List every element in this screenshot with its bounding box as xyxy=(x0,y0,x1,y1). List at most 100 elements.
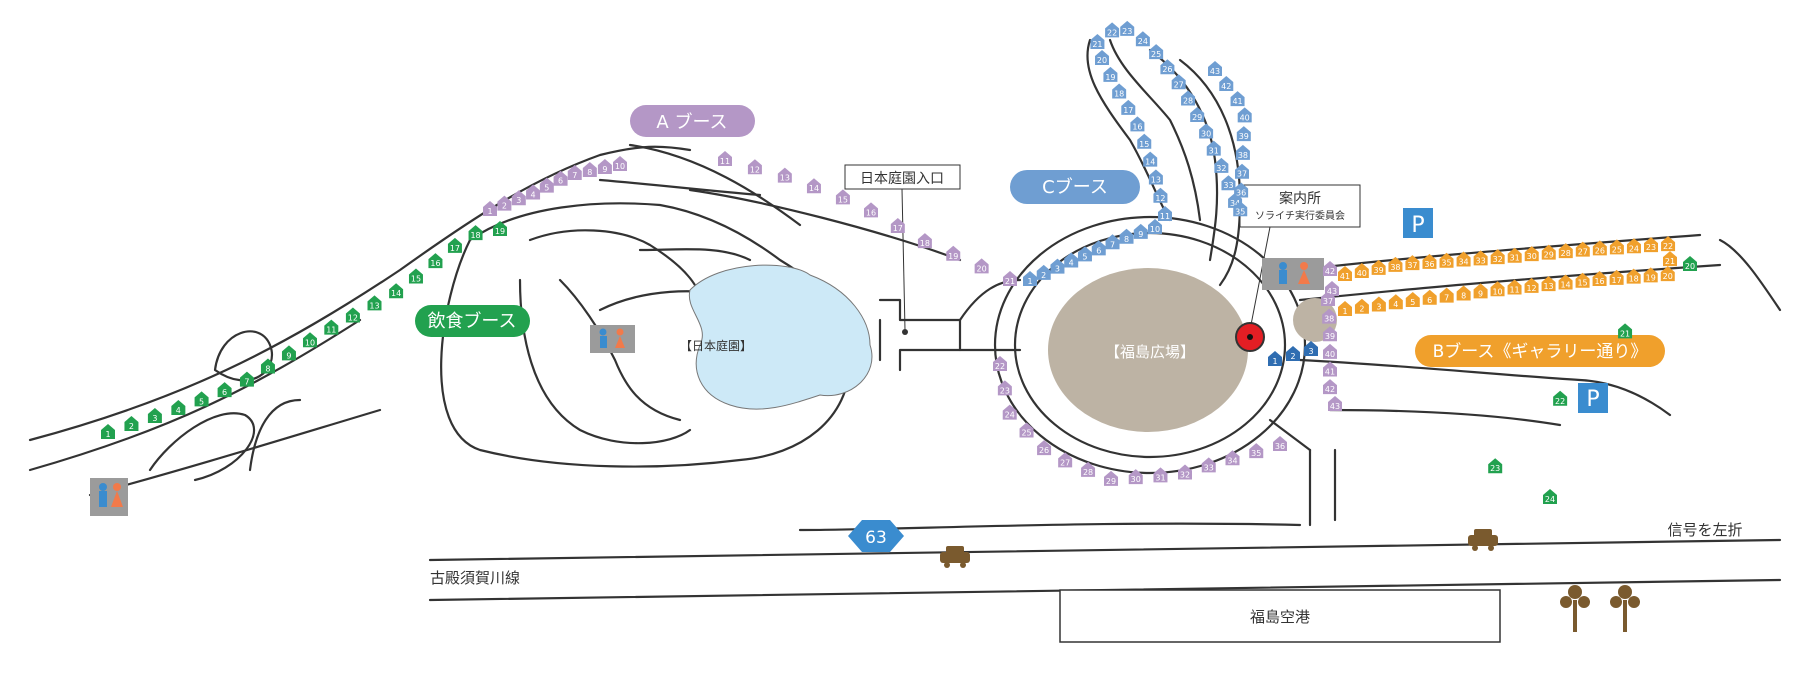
booth-marker[interactable]: 27 xyxy=(1575,241,1590,257)
booth-marker[interactable]: 31 xyxy=(1153,467,1168,483)
booth-marker[interactable]: 43 xyxy=(1208,61,1222,76)
booth-marker[interactable]: 23 xyxy=(1120,20,1135,36)
booth-marker[interactable]: 22 xyxy=(1661,236,1676,252)
booth-marker[interactable]: 16 xyxy=(428,253,443,269)
booth-marker[interactable]: 25 xyxy=(1609,239,1624,255)
booth-marker[interactable]: 41 xyxy=(1338,266,1352,281)
booth-marker[interactable]: 13 xyxy=(1541,276,1556,292)
booth-marker[interactable]: 30 xyxy=(1524,246,1539,262)
booth-marker[interactable]: 24 xyxy=(1543,489,1557,504)
booth-marker[interactable]: 28 xyxy=(1558,243,1573,259)
booth-marker[interactable]: 20 xyxy=(974,258,989,274)
booth-marker[interactable]: 8 xyxy=(260,358,275,374)
booth-marker[interactable]: 40 xyxy=(1237,107,1252,123)
booth-marker[interactable]: 20 xyxy=(1683,256,1697,271)
booth-marker[interactable]: 10 xyxy=(1490,281,1505,297)
booth-marker[interactable]: 27 xyxy=(1058,452,1073,468)
booth-marker[interactable]: 3 xyxy=(1304,341,1318,356)
booth-marker[interactable]: 10 xyxy=(613,156,627,171)
booth-marker[interactable]: 4 xyxy=(1388,294,1403,310)
booth-marker[interactable]: 24 xyxy=(1135,31,1150,47)
booth-marker[interactable]: 31 xyxy=(1206,140,1221,156)
booth-marker[interactable]: 9 xyxy=(597,159,612,175)
booth-marker[interactable]: 29 xyxy=(1104,470,1119,486)
booth-marker[interactable]: 40 xyxy=(1354,262,1369,278)
booth-marker[interactable]: 5 xyxy=(1077,246,1092,262)
booth-marker[interactable]: 18 xyxy=(1626,268,1641,284)
booth-marker[interactable]: 12 xyxy=(1153,187,1168,203)
booth-marker[interactable]: 14 xyxy=(389,283,404,299)
booth-marker[interactable]: 5 xyxy=(539,177,554,193)
booth-marker[interactable]: 15 xyxy=(408,268,423,284)
booth-marker[interactable]: 39 xyxy=(1371,259,1386,275)
booth-marker[interactable]: 36 xyxy=(1234,182,1249,198)
booth-marker[interactable]: 12 xyxy=(1524,277,1539,293)
booth-marker[interactable]: 4 xyxy=(1064,252,1079,268)
booth-marker[interactable]: 33 xyxy=(1221,175,1236,191)
booth-marker[interactable]: 11 xyxy=(718,151,732,166)
booth-marker[interactable]: 30 xyxy=(1199,123,1214,139)
booth-marker[interactable]: 4 xyxy=(526,184,541,200)
booth-marker[interactable]: 7 xyxy=(567,165,582,181)
booth-marker[interactable]: 1 xyxy=(1023,271,1037,286)
booth-marker[interactable]: 17 xyxy=(1121,99,1136,115)
booth-marker[interactable]: 2 xyxy=(1286,346,1300,361)
booth-marker[interactable]: 7 xyxy=(1105,234,1120,250)
booth-marker[interactable]: 17 xyxy=(890,218,905,234)
booth-marker[interactable]: 37 xyxy=(1405,255,1420,271)
booth-marker[interactable]: 24 xyxy=(1626,238,1641,254)
booth-marker[interactable]: 32 xyxy=(1490,249,1505,265)
booth-marker[interactable]: 23 xyxy=(1488,458,1503,474)
booth-marker[interactable]: 25 xyxy=(1019,422,1034,438)
booth-marker[interactable]: 22 xyxy=(1553,390,1568,406)
booth-marker[interactable]: 30 xyxy=(1128,469,1143,485)
booth-marker[interactable]: 22 xyxy=(993,356,1007,371)
booth-marker[interactable]: 32 xyxy=(1214,157,1229,173)
booth-marker[interactable]: 39 xyxy=(1323,326,1337,342)
booth-marker[interactable]: 29 xyxy=(1190,106,1205,122)
booth-marker[interactable]: 12 xyxy=(345,307,360,323)
booth-marker[interactable]: 13 xyxy=(1148,169,1163,185)
booth-marker[interactable]: 26 xyxy=(1037,440,1052,456)
booth-marker[interactable]: 11 xyxy=(324,319,339,335)
booth-marker[interactable]: 38 xyxy=(1388,256,1403,272)
booth-marker[interactable]: 7 xyxy=(239,371,254,387)
booth-marker[interactable]: 28 xyxy=(1081,461,1096,477)
booth-marker[interactable]: 26 xyxy=(1592,240,1607,256)
booth-marker[interactable]: 1 xyxy=(1268,351,1282,366)
booth-marker[interactable]: 1 xyxy=(483,201,497,216)
booth-marker[interactable]: 42 xyxy=(1219,76,1234,92)
booth-marker[interactable]: 28 xyxy=(1181,90,1196,106)
booth-marker[interactable]: 16 xyxy=(1592,271,1607,287)
booth-marker[interactable]: 27 xyxy=(1171,74,1186,90)
booth-marker[interactable]: 15 xyxy=(1137,133,1152,149)
booth-marker[interactable]: 16 xyxy=(1130,116,1145,132)
booth-marker[interactable]: 40 xyxy=(1323,343,1337,359)
booth-marker[interactable]: 14 xyxy=(1143,151,1158,167)
booth-marker[interactable]: 20 xyxy=(1095,50,1110,66)
booth-marker[interactable]: 21 xyxy=(1663,251,1677,267)
booth-marker[interactable]: 23 xyxy=(1644,237,1659,253)
booth-marker[interactable]: 42 xyxy=(1323,261,1337,276)
booth-marker[interactable]: 13 xyxy=(367,295,382,311)
booth-marker[interactable]: 18 xyxy=(468,225,483,241)
booth-marker[interactable]: 3 xyxy=(1050,258,1065,274)
booth-marker[interactable]: 36 xyxy=(1273,436,1287,451)
booth-marker[interactable]: 19 xyxy=(946,245,961,261)
booth-marker[interactable]: 41 xyxy=(1323,361,1337,377)
booth-marker[interactable]: 32 xyxy=(1178,464,1192,480)
booth-marker[interactable]: 33 xyxy=(1201,457,1216,473)
booth-marker[interactable]: 33 xyxy=(1473,250,1488,266)
booth-marker[interactable]: 2 xyxy=(1036,264,1051,280)
booth-marker[interactable]: 9 xyxy=(281,345,296,361)
booth-marker[interactable]: 21 xyxy=(1090,34,1105,50)
booth-marker[interactable]: 21 xyxy=(1003,271,1017,286)
booth-marker[interactable]: 26 xyxy=(1160,59,1175,75)
booth-marker[interactable]: 2 xyxy=(497,195,512,211)
booth-marker[interactable]: 6 xyxy=(1422,289,1437,305)
booth-marker[interactable]: 15 xyxy=(1575,272,1590,288)
booth-marker[interactable]: 14 xyxy=(806,178,821,194)
booth-marker[interactable]: 17 xyxy=(447,237,462,253)
booth-marker[interactable]: 8 xyxy=(582,162,597,178)
booth-marker[interactable]: 14 xyxy=(1558,274,1573,290)
